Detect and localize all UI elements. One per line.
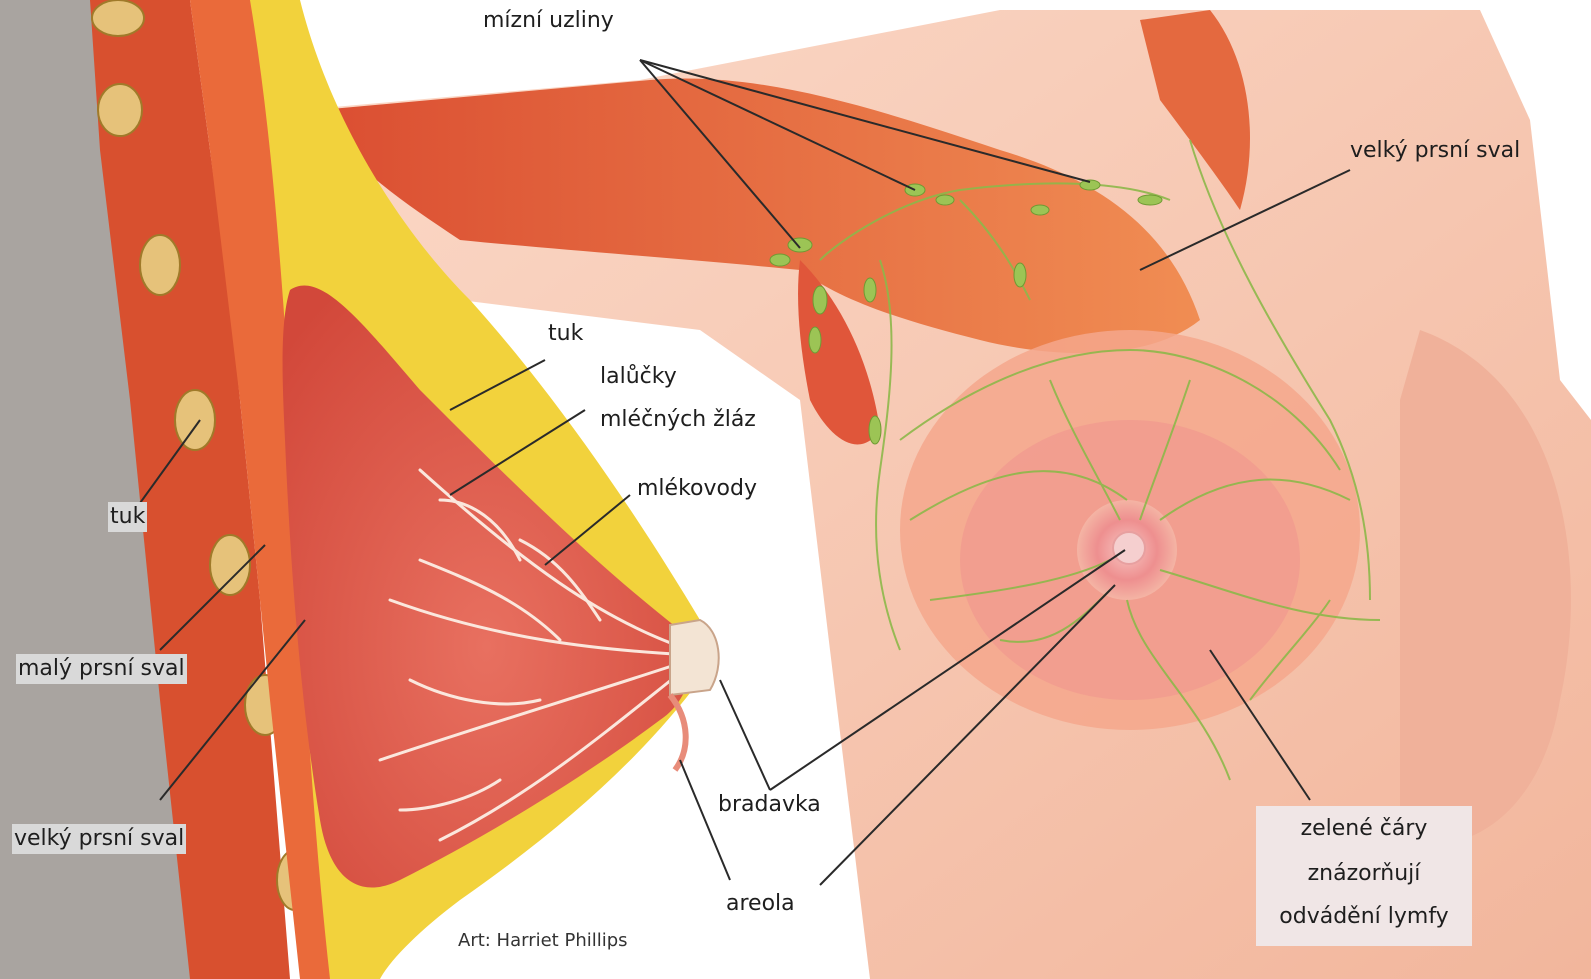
label-fat-top: tuk (548, 323, 583, 345)
label-nipple: bradavka (718, 794, 821, 816)
nipple-section (670, 620, 719, 695)
label-pectoralis-minor: malý prsní sval (16, 654, 187, 684)
artist-credit: Art: Harriet Phillips (458, 930, 628, 951)
label-milk-ducts: mlékovody (637, 478, 757, 500)
label-areola: areola (726, 893, 795, 915)
label-lobules-1: lalůčky (600, 366, 677, 388)
note-line-1: zelené čáry (1256, 818, 1472, 840)
label-pectoralis-major-section: velký prsní sval (12, 824, 186, 854)
label-pectoralis-major-front: velký prsní sval (1350, 140, 1520, 162)
nipple-shape-front (1113, 532, 1145, 564)
label-lymph-nodes: mízní uzliny (483, 10, 614, 32)
note-line-2: znázorňují (1256, 863, 1472, 885)
note-line-3: odvádění lymfy (1256, 906, 1472, 928)
label-lobules-2: mléčných žláz (600, 409, 756, 431)
label-fat-left: tuk (108, 502, 147, 532)
legend-note: zelené čáry znázorňují odvádění lymfy (1256, 806, 1472, 946)
